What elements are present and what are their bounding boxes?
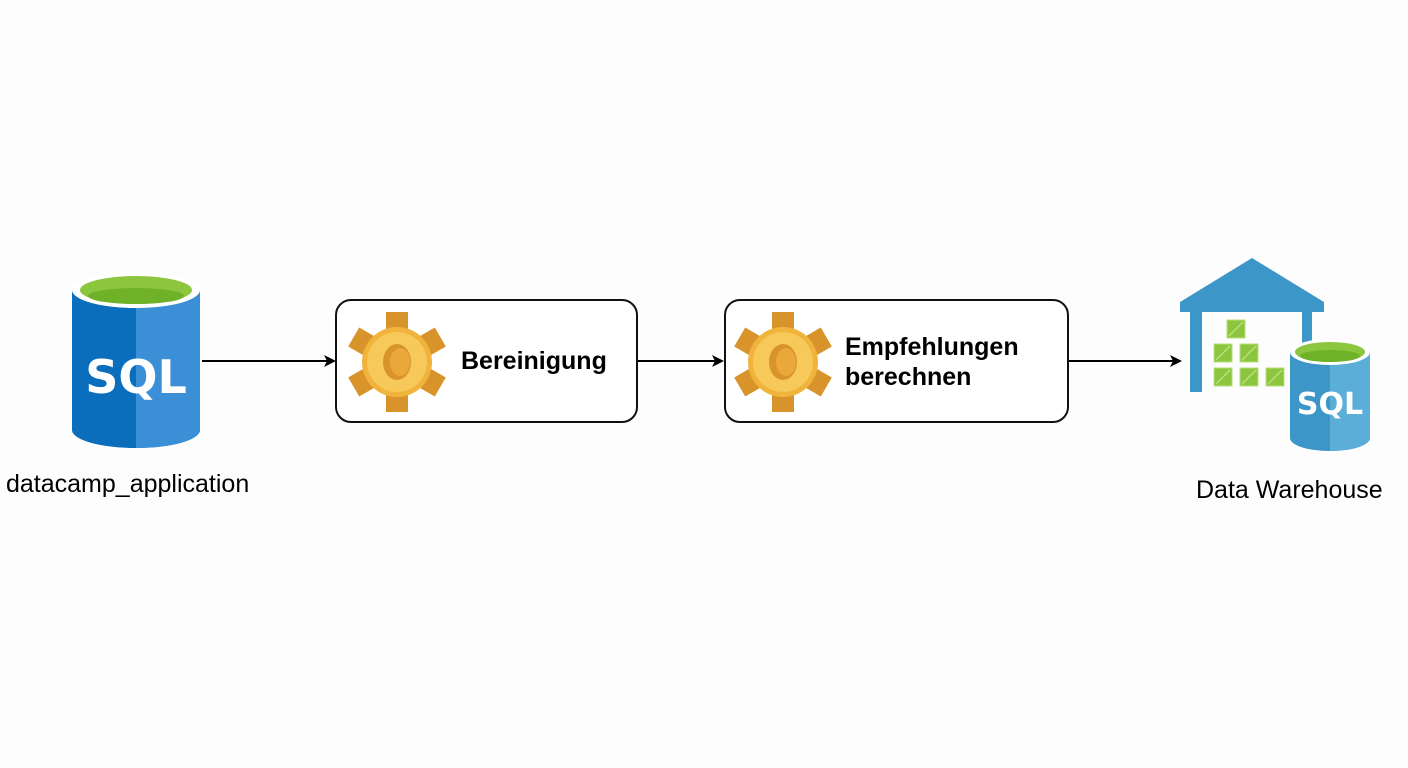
data-warehouse-icon: SQL — [1180, 258, 1370, 451]
bereinigung-label: Bereinigung — [461, 347, 607, 375]
sql-text: SQL — [1297, 387, 1363, 422]
source-label: datacamp_application — [6, 470, 250, 498]
empfehlungen-label-line1: Empfehlungen — [845, 333, 1019, 361]
empfehlungen-label: Empfehlungen berechnen — [845, 332, 1019, 392]
gear-icon — [348, 312, 446, 412]
sql-text: SQL — [85, 350, 187, 404]
empfehlungen-label-line2: berechnen — [845, 363, 972, 391]
source-node: SQL — [70, 268, 202, 450]
target-label: Data Warehouse — [1196, 476, 1383, 504]
gear-icon — [734, 312, 832, 412]
sql-database-icon: SQL — [72, 272, 200, 448]
